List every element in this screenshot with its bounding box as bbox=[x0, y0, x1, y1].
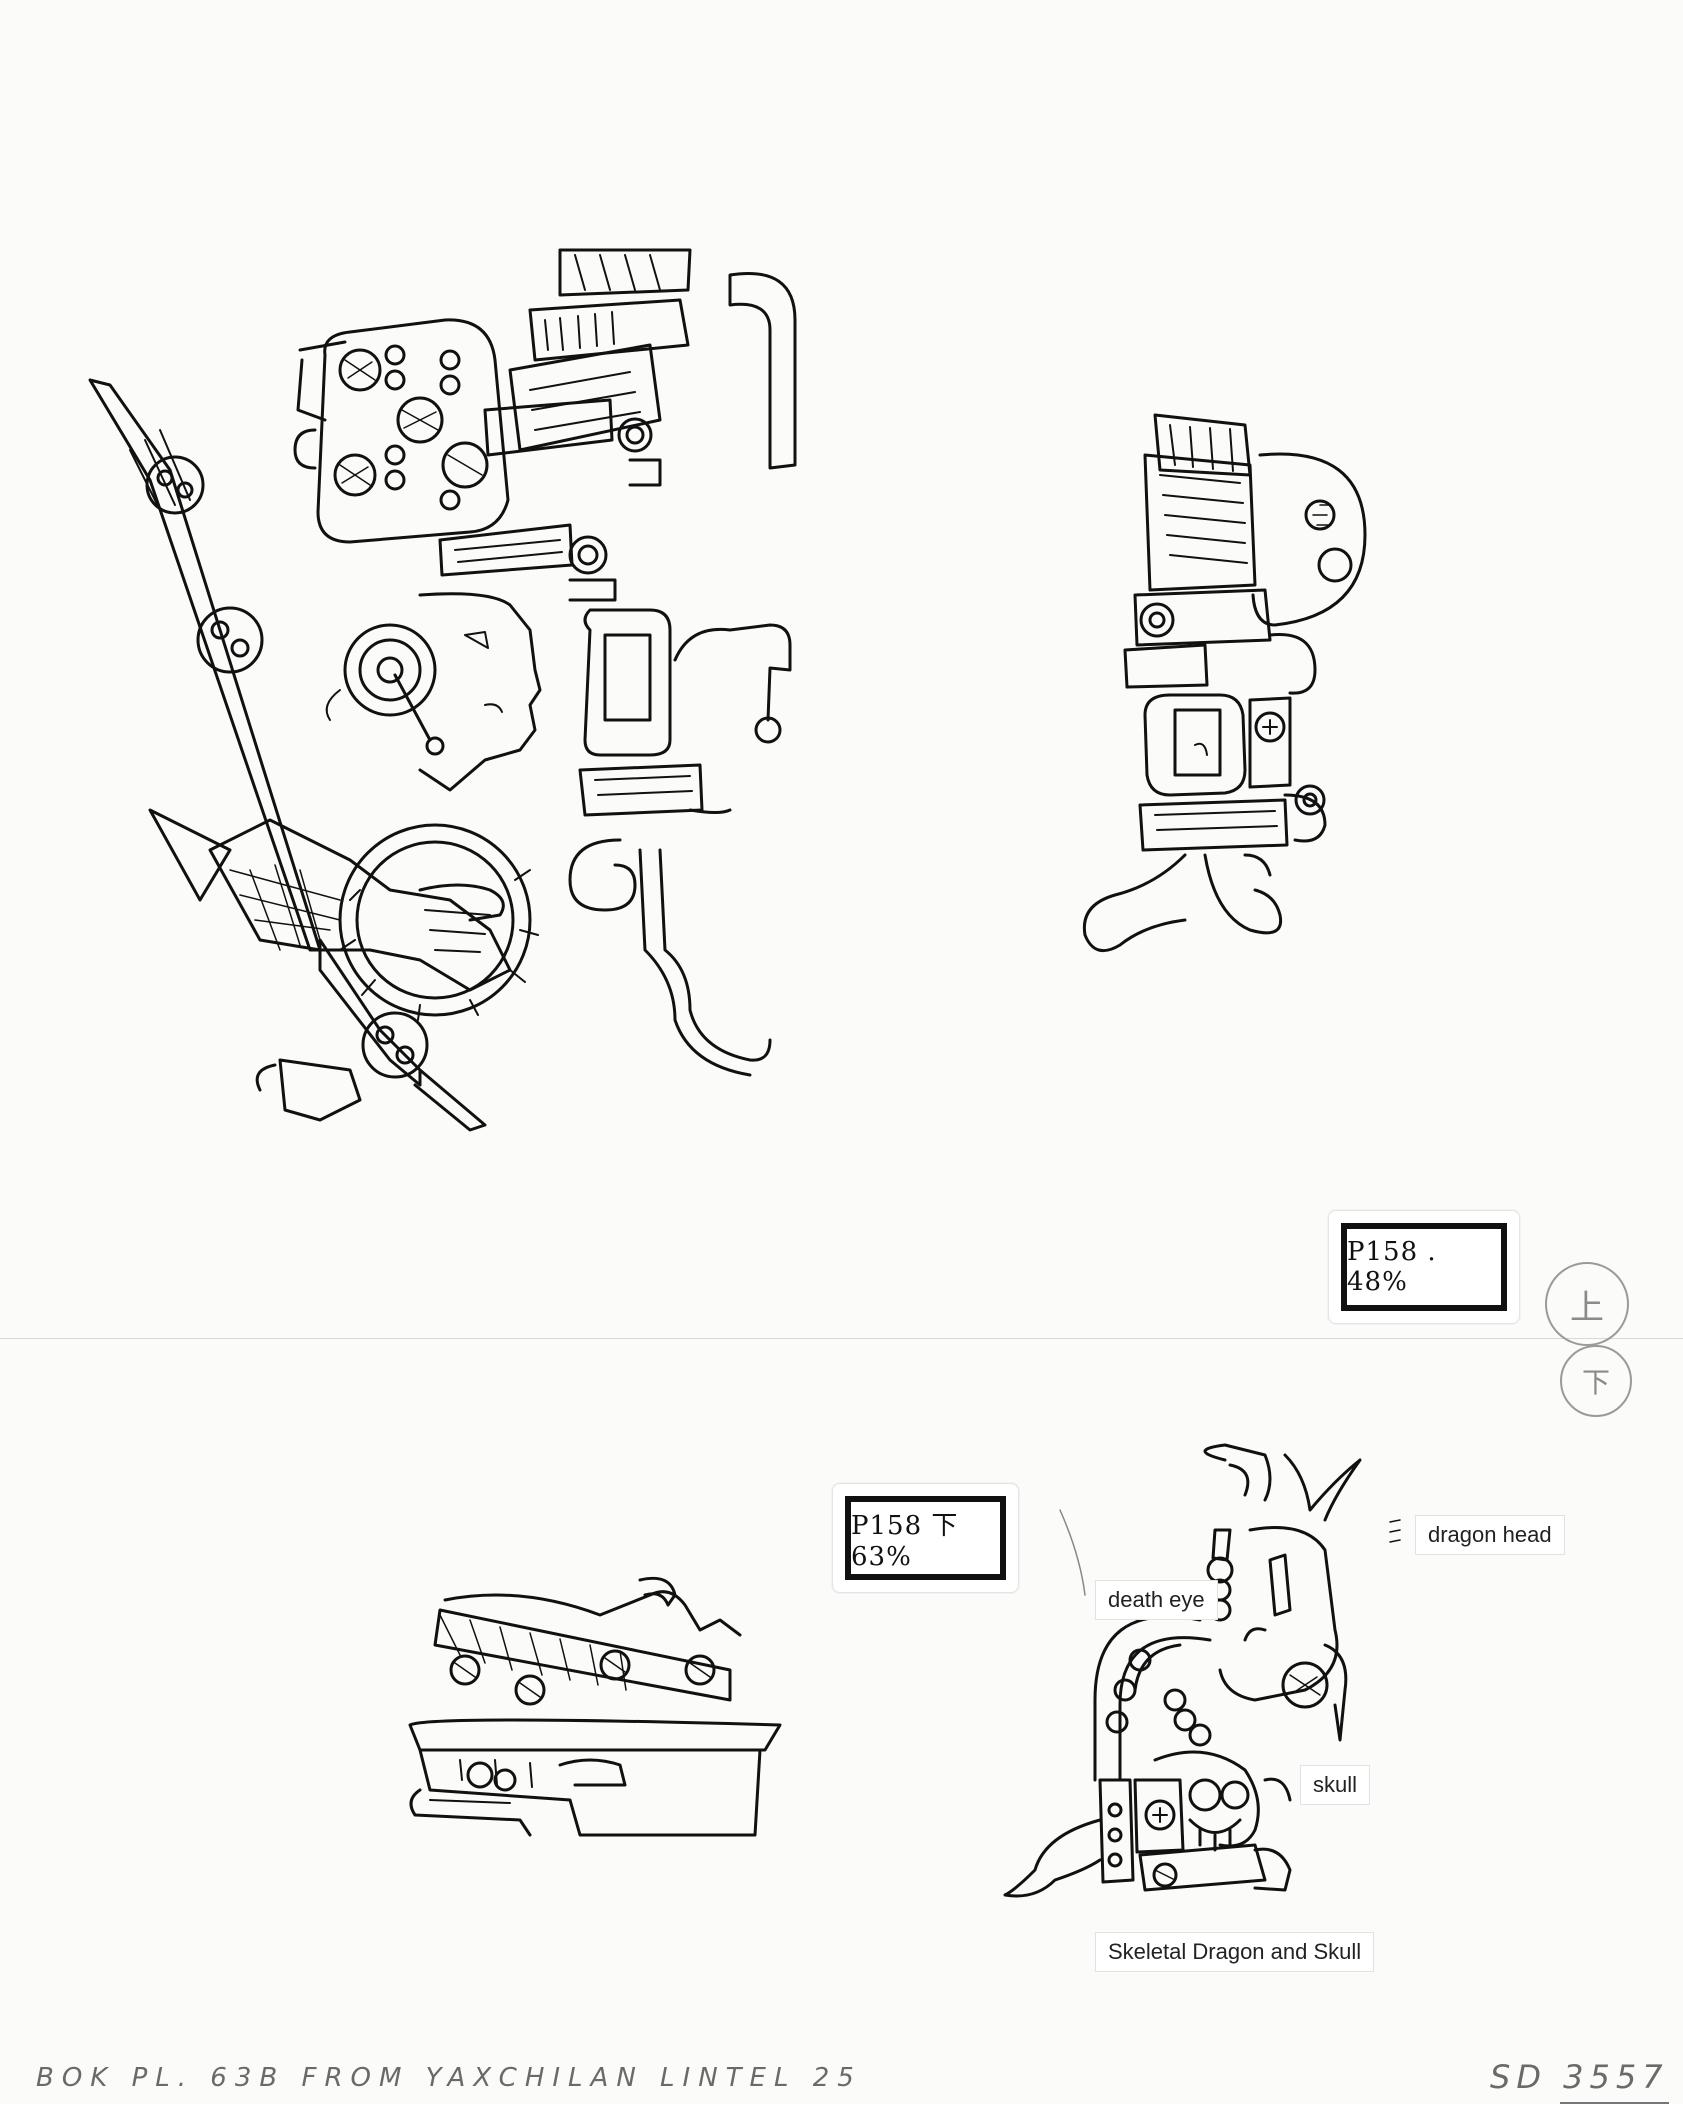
hand-bundle-illustration bbox=[400, 1575, 780, 1840]
skeletal-dragon-illustration bbox=[1005, 1450, 1415, 1950]
glyph-fragment-illustration bbox=[1075, 415, 1375, 990]
caption-death-eye: death eye bbox=[1095, 1580, 1218, 1620]
figure-illustration bbox=[90, 250, 850, 1170]
upper-scale-tag: P158 . 48% bbox=[1328, 1210, 1520, 1324]
source-note: BOK PL. 63B FROM YAXCHILAN LINTEL 25 bbox=[36, 2063, 862, 2093]
fold-line bbox=[0, 1338, 1683, 1339]
circle-mark-up: 上 bbox=[1545, 1262, 1629, 1346]
caption-skull: skull bbox=[1300, 1765, 1371, 1805]
lower-scale-tag: P158 下 63% bbox=[832, 1483, 1019, 1593]
catalog-number: SD 3557 bbox=[1490, 2058, 1669, 2104]
circle-mark-down: 下 bbox=[1560, 1345, 1632, 1417]
caption-dragon-head: dragon head bbox=[1415, 1515, 1565, 1555]
lower-scale-text: P158 下 63% bbox=[845, 1496, 1006, 1580]
upper-scale-text: P158 . 48% bbox=[1341, 1223, 1507, 1311]
caption-title: Skeletal Dragon and Skull bbox=[1095, 1932, 1375, 1972]
